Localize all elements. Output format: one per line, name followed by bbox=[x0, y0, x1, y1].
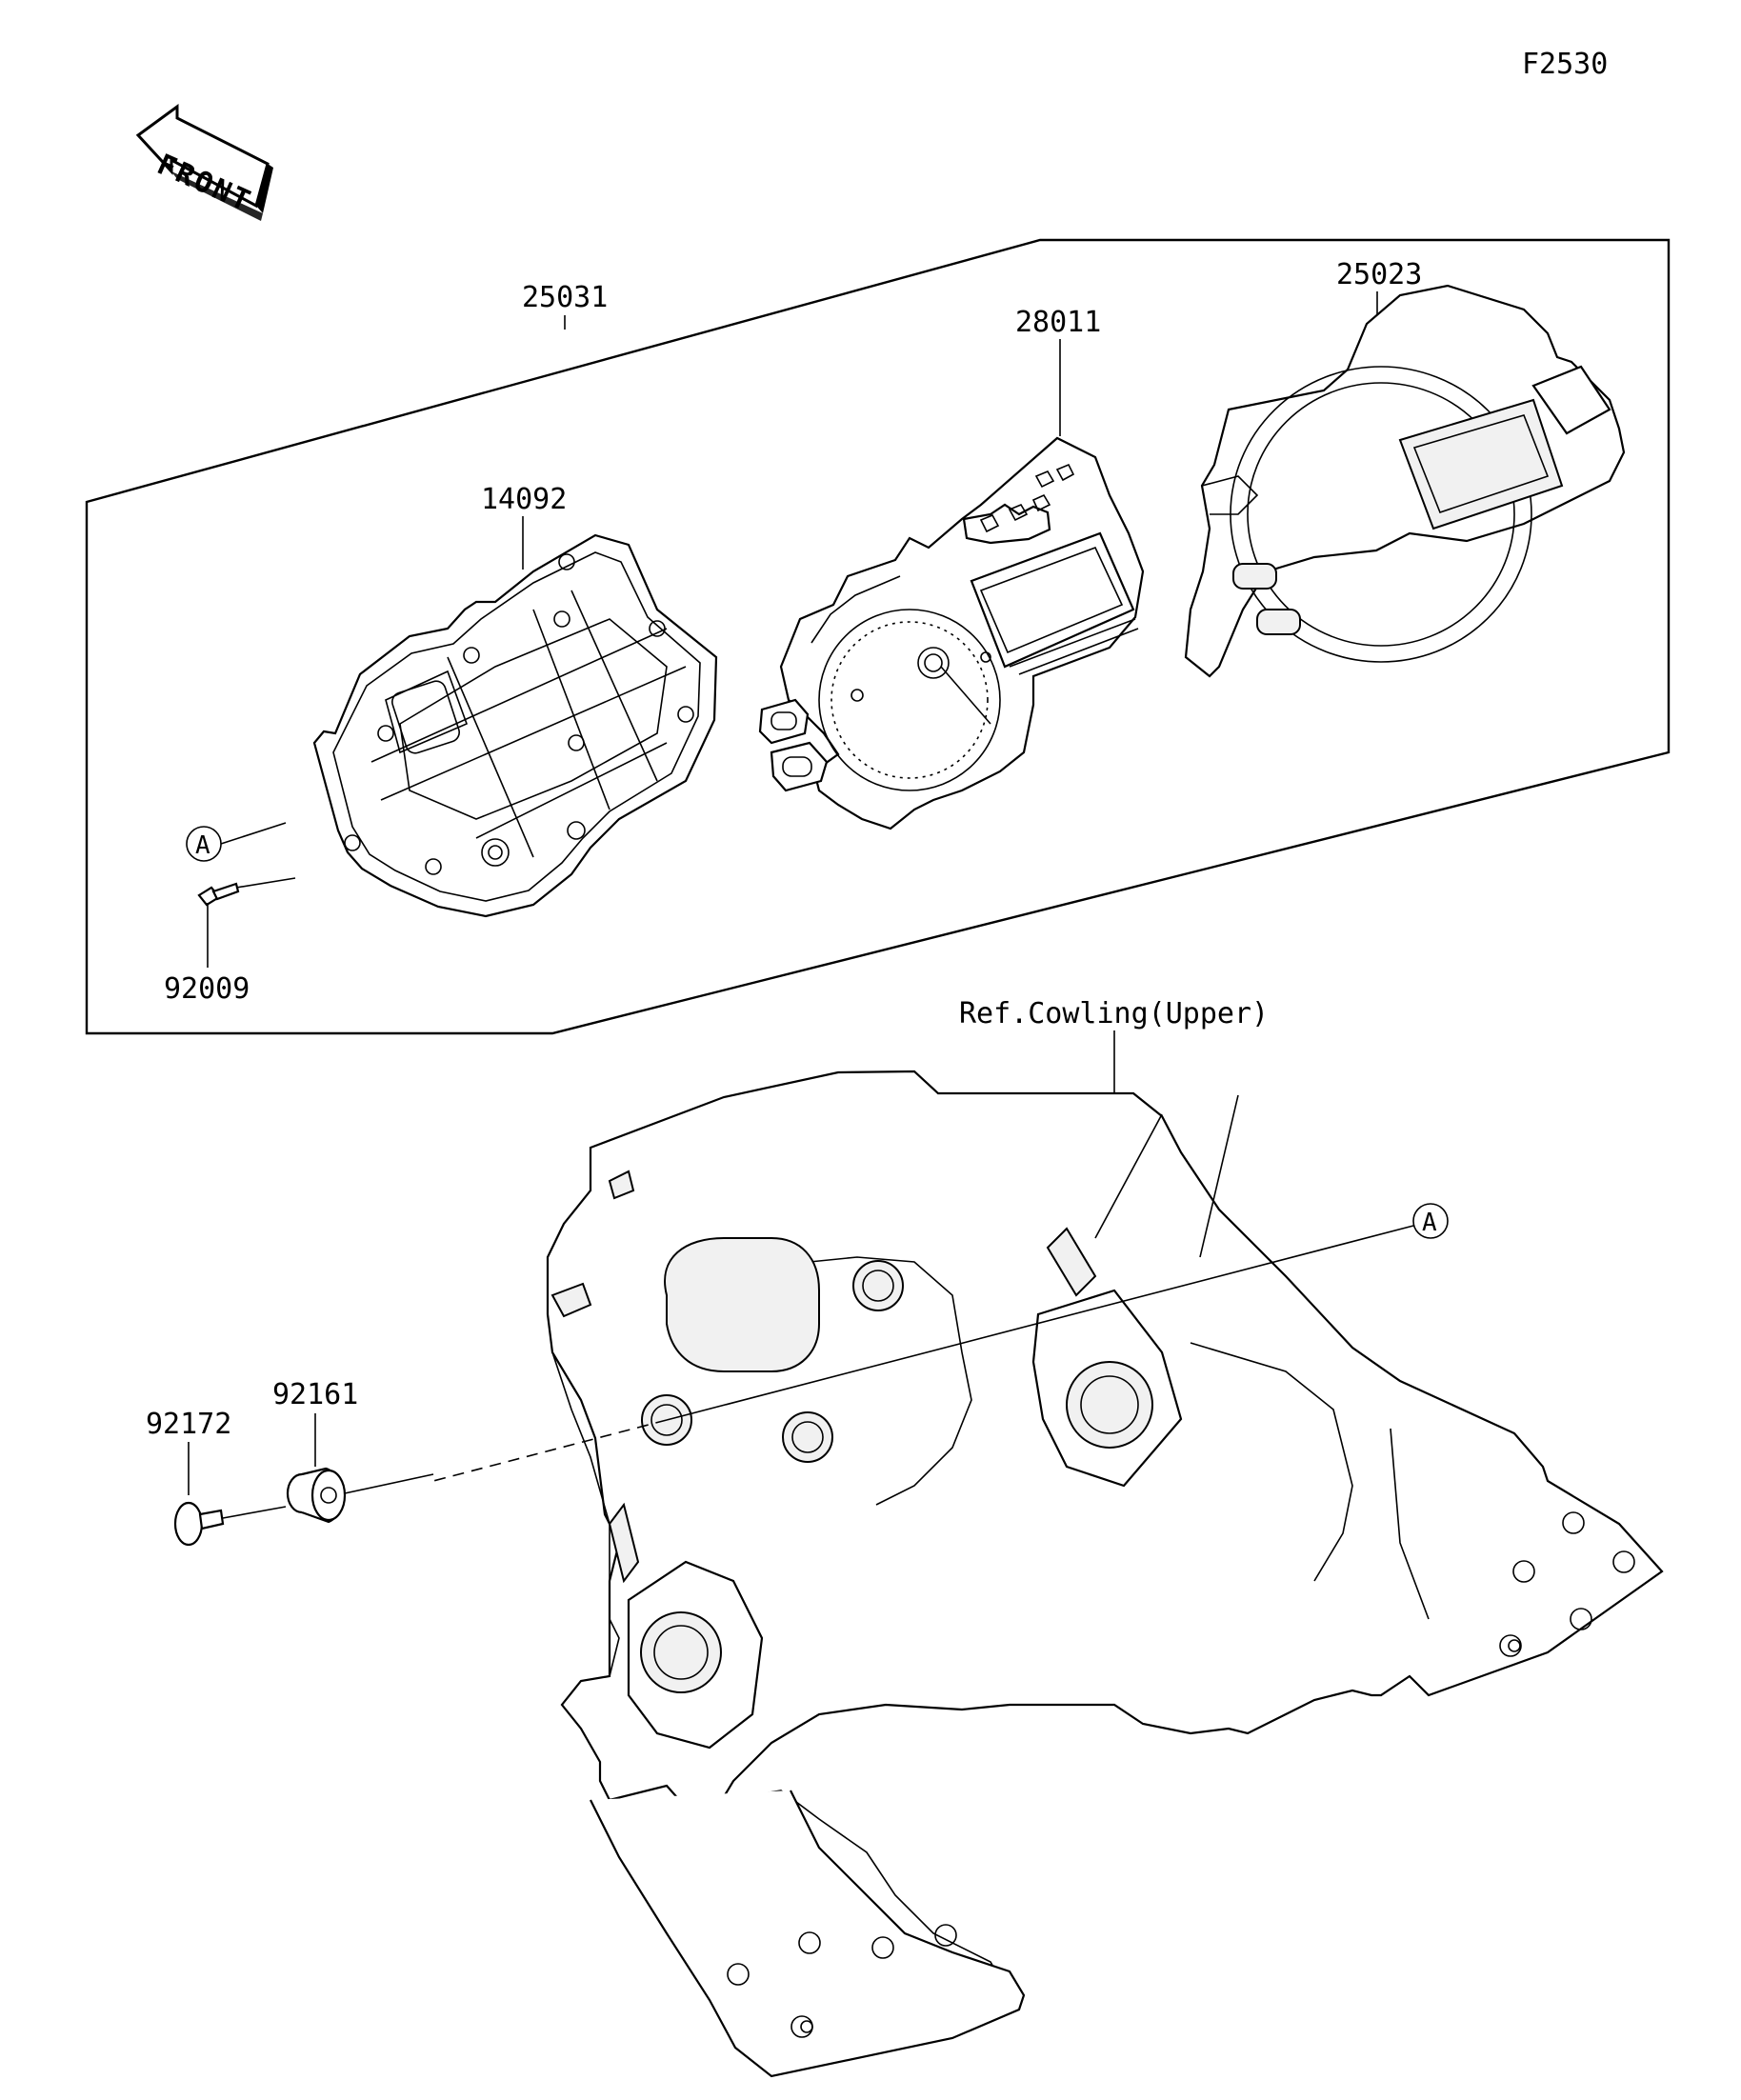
screw-92009 bbox=[197, 877, 296, 907]
meter-unit bbox=[758, 436, 1145, 830]
part-number-92161: 92161 bbox=[272, 1378, 358, 1411]
part-number-92172: 92172 bbox=[146, 1408, 231, 1441]
cowling-upper bbox=[546, 1070, 1664, 2078]
part-number-28011: 28011 bbox=[1015, 306, 1101, 339]
meter-case-lower bbox=[312, 533, 718, 918]
part-number-25023: 25023 bbox=[1336, 258, 1422, 291]
front-arrow-icon: FRONT bbox=[135, 104, 273, 221]
assembly-boundary bbox=[85, 238, 1671, 1035]
reference-label: Ref.Cowling(Upper) bbox=[959, 997, 1269, 1030]
meter-case-cover bbox=[1184, 284, 1626, 678]
part-number-92009: 92009 bbox=[164, 972, 250, 1006]
part-number-25031: 25031 bbox=[522, 281, 608, 314]
callout-a-lower-circle bbox=[1412, 1203, 1449, 1239]
damper-92161 bbox=[286, 1467, 347, 1524]
collar-bolt-92172 bbox=[173, 1501, 287, 1547]
callout-a-upper: A bbox=[195, 831, 210, 860]
callout-a-lower: A bbox=[1422, 1209, 1437, 1237]
figure-code: F2530 bbox=[1522, 48, 1608, 81]
part-number-14092: 14092 bbox=[481, 483, 567, 516]
